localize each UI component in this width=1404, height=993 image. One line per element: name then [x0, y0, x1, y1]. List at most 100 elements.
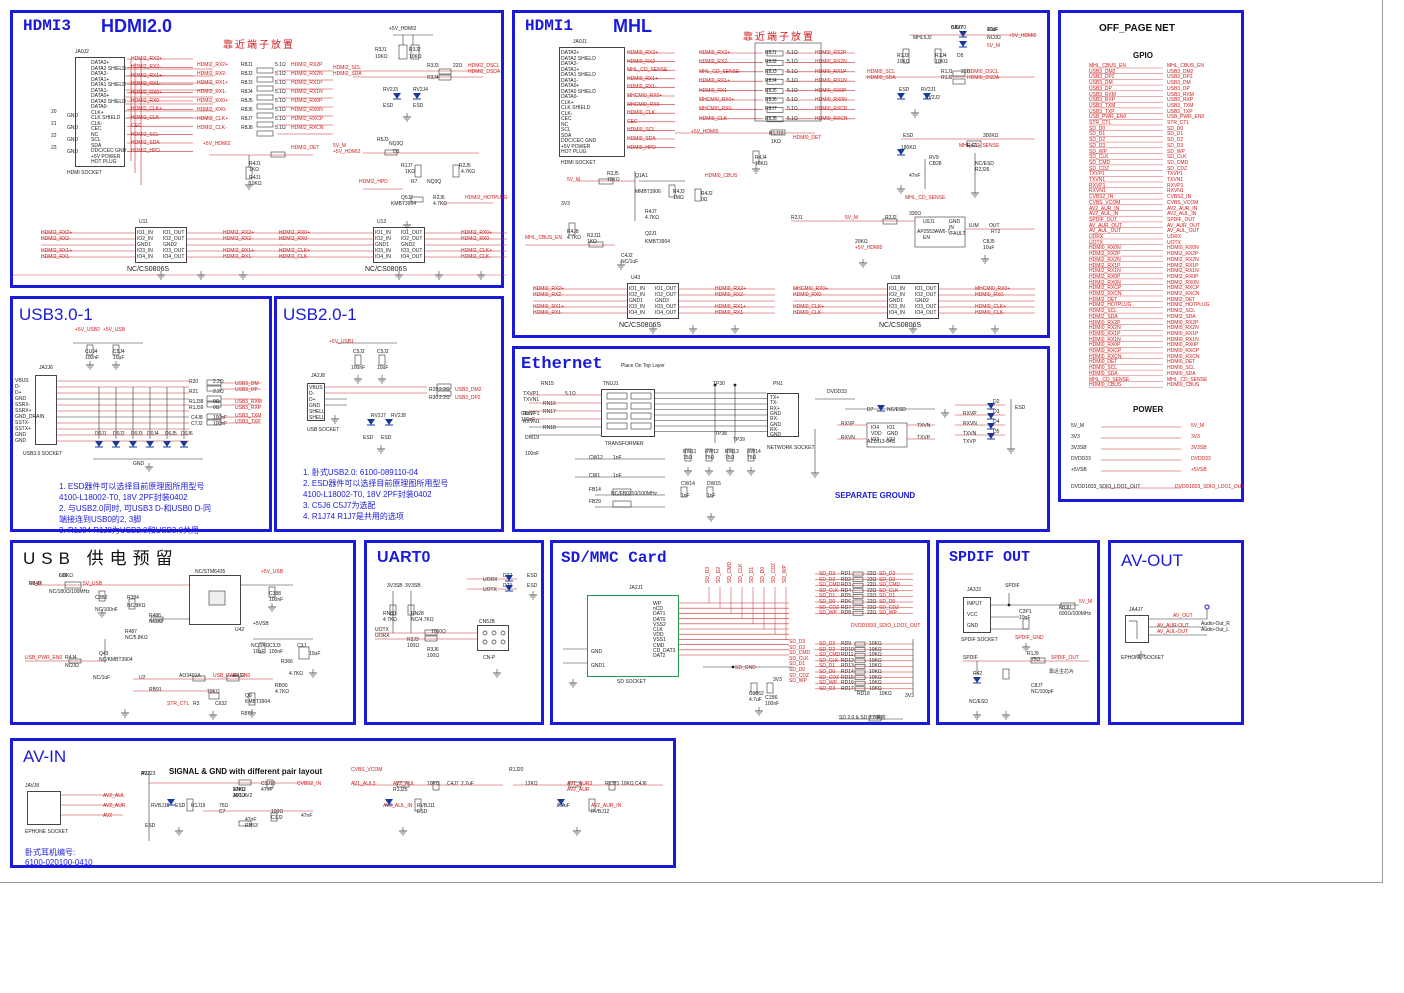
sd-net-to-socket: SD_D0 [789, 667, 806, 673]
usb-power-title: USB 供电预留 [23, 549, 179, 568]
power-net-right: 3V3 [1191, 434, 1200, 440]
component-label: NC/ESD [975, 161, 994, 167]
tvs-pin: IO3_IN [137, 248, 153, 254]
hdmi3-rpull-1: R3J1 [375, 47, 387, 53]
resistor-value: 5.1Ω [275, 71, 286, 77]
net-label: HDMI2_CLK- [197, 125, 227, 131]
connector-pin: D- [309, 391, 315, 397]
resistor-ref: R8J8 [765, 115, 777, 122]
connector-pin: NC [561, 121, 569, 128]
component-label: +5V_USB [261, 569, 284, 575]
offpage-net-right: USB3_DM [1167, 80, 1191, 87]
resistor-ref: R8J1 [241, 62, 253, 68]
component-body [914, 216, 966, 248]
component-label: CN-P [483, 655, 496, 661]
component-label: 75Ω [705, 455, 715, 461]
component-label: Audio-Out_R [1201, 621, 1230, 627]
tvs-pin: IO3_IN [375, 248, 391, 254]
component-label: 100nF [521, 417, 536, 423]
component-label: R2J1 [791, 215, 803, 221]
component-label: D5 [993, 429, 1000, 435]
hdmi3-rddc-2: R3J4 [427, 75, 439, 81]
component-body [854, 675, 866, 680]
component-label: 47nF [301, 813, 313, 819]
component-body [766, 50, 784, 57]
component-body [258, 642, 266, 654]
offpage-net-left: HDMI2_RX1N [1089, 268, 1121, 275]
component-body [852, 582, 864, 588]
component-label: NC/4.7KΩ [411, 617, 434, 623]
net-label: HDMI2_RXCN [291, 125, 324, 131]
component-body [568, 222, 576, 236]
component-body [256, 112, 274, 119]
avout-ref: JA4J7 [1129, 607, 1143, 613]
tvs-pin: IO1_IN [629, 286, 645, 292]
resistor-ref: R8J3 [765, 68, 777, 75]
component-label: VDD [871, 431, 882, 437]
hdmi3-connector-name: HDMI SOCKET [67, 170, 102, 176]
component-label: 10KΩ [249, 181, 262, 187]
esd-diode [163, 441, 171, 447]
connector-pin: GND [15, 438, 27, 444]
esd-diode [923, 93, 931, 99]
component-label: 0Ω [213, 405, 220, 411]
component-label: ESD [417, 809, 428, 815]
hdmi3-scl-in: HDMI2_SCL [333, 65, 362, 71]
offpage-net-left: SD_D2 [1089, 137, 1106, 144]
resistor-ref: R8J7 [241, 116, 253, 122]
connector-pin: DATA1- [561, 77, 579, 84]
sd-pin: DAT0 [653, 616, 666, 623]
hdmi3-dscl: HDMI2_DSCL [468, 63, 500, 69]
component-label: 10KΩ [427, 781, 440, 787]
tvs-pin: GND1 [889, 298, 903, 304]
component-label: TXVN [917, 423, 931, 429]
component-label: RXVP [963, 411, 977, 417]
component-body [705, 448, 713, 462]
component-label: 330Ω [909, 211, 922, 217]
connector-pin: DATA0- [91, 104, 109, 110]
component-label: TXVP [963, 439, 977, 445]
component-label: C4J7 [447, 781, 459, 787]
junction [713, 383, 717, 387]
component-label: 1000Ω [431, 629, 446, 635]
component-body [206, 419, 222, 426]
component-label: CVBS2_IN [297, 781, 322, 787]
tvs-pin: IO1_IN [375, 230, 391, 236]
hdmi3-rddc-val: 22Ω [453, 63, 463, 69]
net-label: HDMI2_RXCP [291, 116, 324, 122]
component-label: AZ1013-04S [867, 439, 896, 445]
ethernet-trans-name: TRANSFORMER [605, 441, 644, 447]
tvs-pin: IO1_IN [137, 230, 153, 236]
offpage-net-right: MHL_CD_SENSE [1167, 376, 1208, 383]
component-label: D0J5 [165, 431, 177, 437]
component-label: FB14 [589, 487, 601, 493]
component-label: 4.7KΩ [645, 215, 660, 221]
component-body [64, 581, 82, 589]
component-body [854, 641, 866, 647]
connector-pin: GND_DRAIN [15, 414, 45, 420]
component-label: 10KΩ [621, 781, 634, 787]
tvs-pin: IO3_OUT [163, 248, 185, 254]
connector-pin: SSTX- [15, 420, 30, 426]
component-label: 5V_M [987, 43, 1001, 49]
net-label: HDMI2_RX0- [197, 107, 227, 113]
component-label: USB3_RXM [235, 399, 262, 405]
component-body [245, 166, 253, 180]
connector-pin: SHELL [309, 415, 325, 421]
component-label: ESD [175, 803, 186, 809]
component-label: 6.8KΩ [59, 573, 74, 579]
offpage-net-right: SD_CLK [1167, 154, 1187, 161]
component-label: AV2_AUL [393, 781, 415, 787]
component-label: USB3_DM [235, 381, 259, 387]
component-label: +5V_HDMI2 [203, 141, 231, 147]
connector-pin: SDA [561, 132, 572, 139]
component-body [414, 798, 422, 812]
net-label: HDMI2_RX1P [291, 80, 323, 86]
tvs-pin: IO2_IN [889, 292, 905, 298]
component-label: 1nF [681, 493, 690, 499]
tvs-ref: U43 [631, 275, 641, 281]
component-label: R1J23 [141, 771, 156, 777]
component-label: 10KΩ [755, 161, 768, 167]
power-net-left: 3V3SB [1071, 445, 1087, 451]
